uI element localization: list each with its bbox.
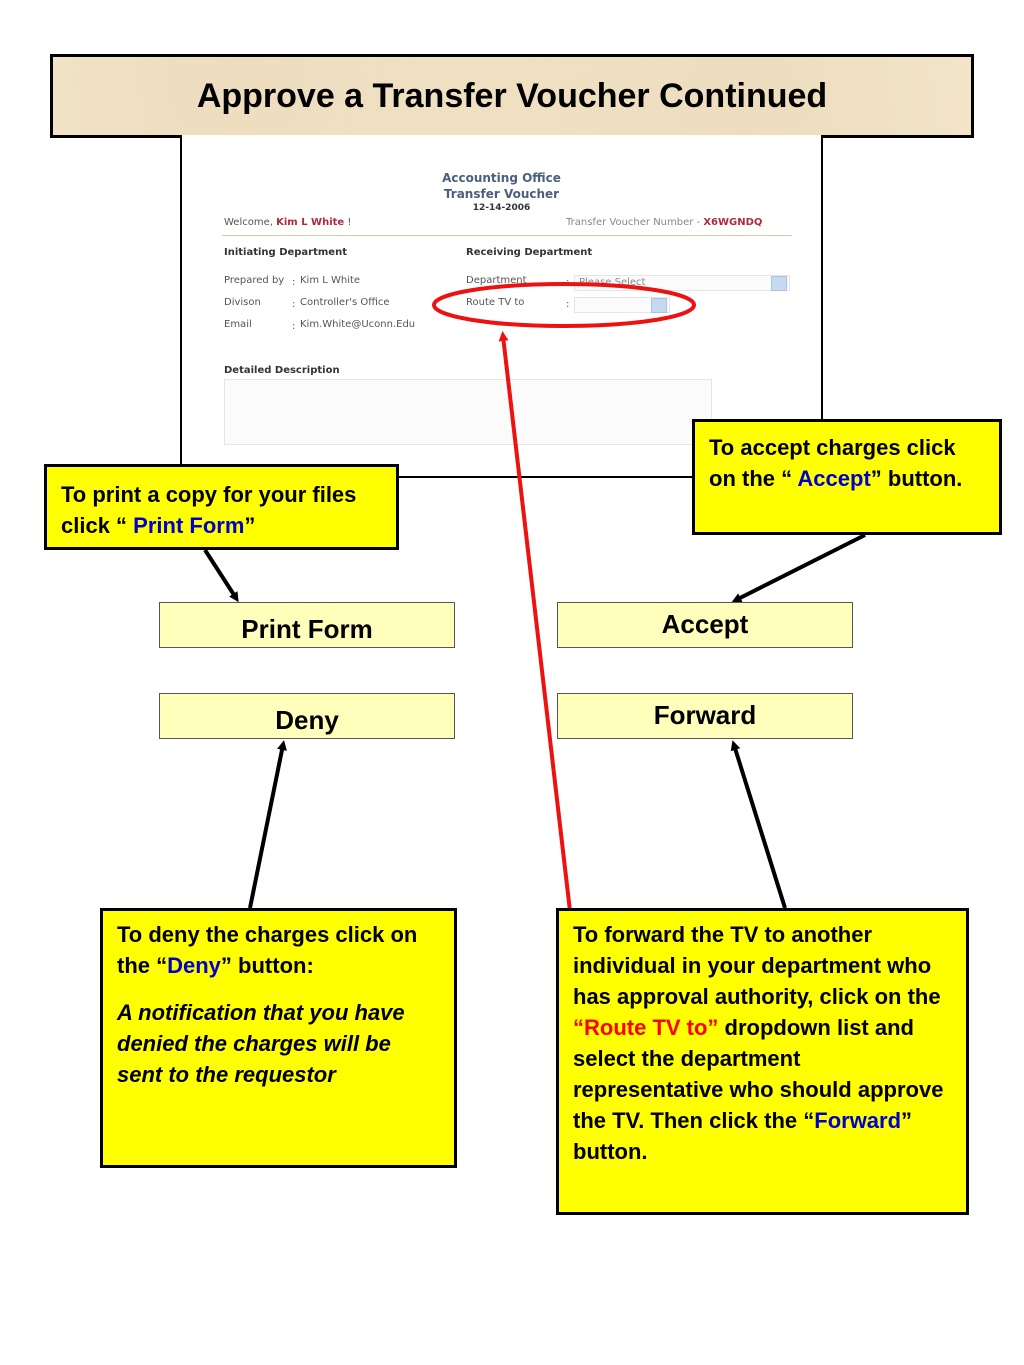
route-tv-label: Route TV to xyxy=(466,297,525,308)
deny-link-text: Deny xyxy=(167,953,221,978)
page-title: Approve a Transfer Voucher Continued xyxy=(196,76,828,115)
tv-number: Transfer Voucher Number - X6WGNDQ xyxy=(566,217,763,228)
colon: : xyxy=(292,321,296,332)
deny-instructions: To deny the charges click on the “Deny” … xyxy=(117,922,418,978)
dropdown-arrow-icon[interactable] xyxy=(771,276,787,291)
colon: : xyxy=(566,299,570,310)
voucher-date: 12-14-2006 xyxy=(472,203,531,213)
arrow-icon xyxy=(203,548,239,603)
arrow-icon xyxy=(731,533,866,603)
deny-button[interactable]: Deny xyxy=(159,693,455,739)
arrow-icon xyxy=(498,331,572,912)
division-value: Controller's Office xyxy=(300,297,390,308)
receiving-department-heading: Receiving Department xyxy=(466,247,593,258)
department-label: Department xyxy=(466,275,527,286)
welcome-line: Welcome, Kim L White ! xyxy=(224,217,352,228)
voucher-title: Transfer Voucher xyxy=(443,187,560,201)
arrow-icon xyxy=(730,740,787,909)
forward-button[interactable]: Forward xyxy=(557,693,853,739)
print-form-button[interactable]: Print Form xyxy=(159,602,455,648)
prepared-by-value: Kim L White xyxy=(300,275,361,286)
prepared-by-label: Prepared by xyxy=(224,275,285,286)
page-title-banner: Approve a Transfer Voucher Continued xyxy=(50,54,974,138)
user-name: Kim L White xyxy=(276,217,345,228)
accept-button[interactable]: Accept xyxy=(557,602,853,648)
detailed-description-heading: Detailed Description xyxy=(224,365,340,376)
route-tv-select[interactable] xyxy=(574,297,670,313)
colon: : xyxy=(292,299,296,310)
dropdown-arrow-icon[interactable] xyxy=(651,298,667,313)
division-label: Divison xyxy=(224,297,261,308)
tv-number-value: X6WGNDQ xyxy=(703,217,763,228)
header-divider xyxy=(222,235,792,236)
forward-link-text: Forward xyxy=(814,1108,902,1133)
highlight-ellipse xyxy=(432,282,696,328)
callout-deny: To deny the charges click on the “Deny” … xyxy=(100,908,457,1168)
callout-print: To print a copy for your files click “ P… xyxy=(44,464,399,550)
route-tv-link-text: “Route TV to” xyxy=(573,1015,719,1040)
print-form-link-text: Print Form xyxy=(133,513,245,538)
email-label: Email xyxy=(224,319,252,330)
callout-forward: To forward the TV to another individual … xyxy=(556,908,969,1215)
arrow-icon xyxy=(248,740,287,909)
colon: : xyxy=(292,277,296,288)
callout-accept: To accept charges click on the “ Accept”… xyxy=(692,419,1002,535)
accept-link-text: Accept xyxy=(797,466,871,491)
detailed-description-textarea[interactable] xyxy=(224,379,712,445)
initiating-department-heading: Initiating Department xyxy=(224,247,347,258)
department-select-value: Please Select xyxy=(579,277,646,288)
email-value: Kim.White@Uconn.Edu xyxy=(300,319,416,330)
deny-notification-note: A notification that you have denied the … xyxy=(117,1000,405,1087)
office-title: Accounting Office xyxy=(442,171,561,185)
